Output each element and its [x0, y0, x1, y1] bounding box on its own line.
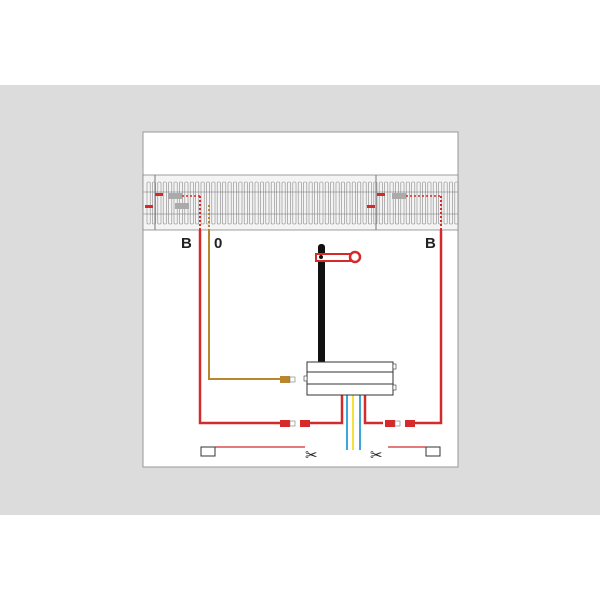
- plug-icon: [280, 420, 310, 427]
- track-sleeper: [152, 181, 156, 225]
- track-sleeper: [281, 181, 286, 225]
- track-sleeper: [287, 181, 291, 225]
- track-sleeper: [260, 181, 264, 225]
- track-sleeper: [200, 181, 205, 225]
- track-sleeper: [168, 181, 173, 225]
- track-sleeper: [416, 181, 421, 225]
- track-sleeper: [276, 181, 281, 225]
- track-sleeper: [297, 181, 302, 225]
- track-sleeper: [222, 181, 227, 225]
- label-b-left: B: [181, 235, 192, 252]
- track-sleeper: [411, 181, 416, 225]
- track-sleeper: [314, 181, 318, 225]
- socket-icon: [425, 446, 441, 457]
- track-sleeper: [303, 181, 308, 225]
- track-sleeper: [243, 181, 248, 225]
- track-sleeper: [373, 181, 378, 225]
- track-sleeper: [389, 181, 394, 225]
- track-sleeper: [216, 181, 221, 225]
- scissors-icon: ✂: [370, 446, 383, 464]
- track-sleeper: [422, 181, 426, 225]
- track-sleeper: [238, 181, 243, 225]
- track-sleeper: [357, 181, 362, 225]
- track-sleeper: [346, 181, 351, 225]
- label-b-right: B: [425, 235, 436, 252]
- right-track-contact: [367, 193, 441, 208]
- track-sleeper: [189, 181, 194, 225]
- track-sleeper: [368, 181, 372, 225]
- track-sleeper: [324, 181, 329, 225]
- track-icon: [142, 174, 459, 231]
- track-sleeper: [378, 181, 383, 225]
- track-sleeper: [292, 181, 297, 225]
- left-track-contact: [145, 193, 200, 209]
- plug-icon: [280, 376, 296, 383]
- label-zero: 0: [214, 235, 222, 252]
- track-sleeper: [405, 181, 410, 225]
- track-sleeper: [211, 181, 216, 225]
- track-sleeper: [335, 181, 340, 225]
- track-sleeper: [449, 181, 453, 225]
- track-sleeper: [400, 181, 405, 225]
- track-sleeper: [254, 181, 259, 225]
- track-sleeper: [270, 181, 275, 225]
- track-sleeper: [227, 181, 232, 225]
- plug-icon: [385, 420, 415, 427]
- track-sleeper: [206, 181, 210, 225]
- brown-wire: [208, 230, 280, 380]
- track-sleeper: [384, 181, 389, 225]
- track-sleeper: [146, 181, 151, 225]
- track-sleeper: [195, 181, 200, 225]
- signal-base-box: [303, 361, 397, 396]
- track-sleeper: [362, 181, 367, 225]
- scissors-icon: ✂: [305, 446, 318, 464]
- track-sleeper: [330, 181, 335, 225]
- track-sleeper: [265, 181, 270, 225]
- signal-icon: [315, 244, 362, 364]
- track-sleeper: [454, 181, 459, 225]
- left-red-wire: [198, 230, 280, 425]
- track-sleeper: [443, 181, 448, 225]
- track-sleeper: [319, 181, 324, 225]
- track-sleeper: [395, 181, 399, 225]
- track-sleeper: [308, 181, 313, 225]
- track-sleeper: [351, 181, 356, 225]
- track-sleeper: [432, 181, 437, 225]
- track-sleeper: [249, 181, 254, 225]
- right-red-wire: [415, 230, 443, 425]
- track-sleeper: [341, 181, 345, 225]
- track-sleeper: [427, 181, 432, 225]
- track-sleeper: [162, 181, 167, 225]
- track-sleeper: [157, 181, 162, 225]
- socket-icon: [200, 446, 216, 457]
- track-sleeper: [233, 181, 237, 225]
